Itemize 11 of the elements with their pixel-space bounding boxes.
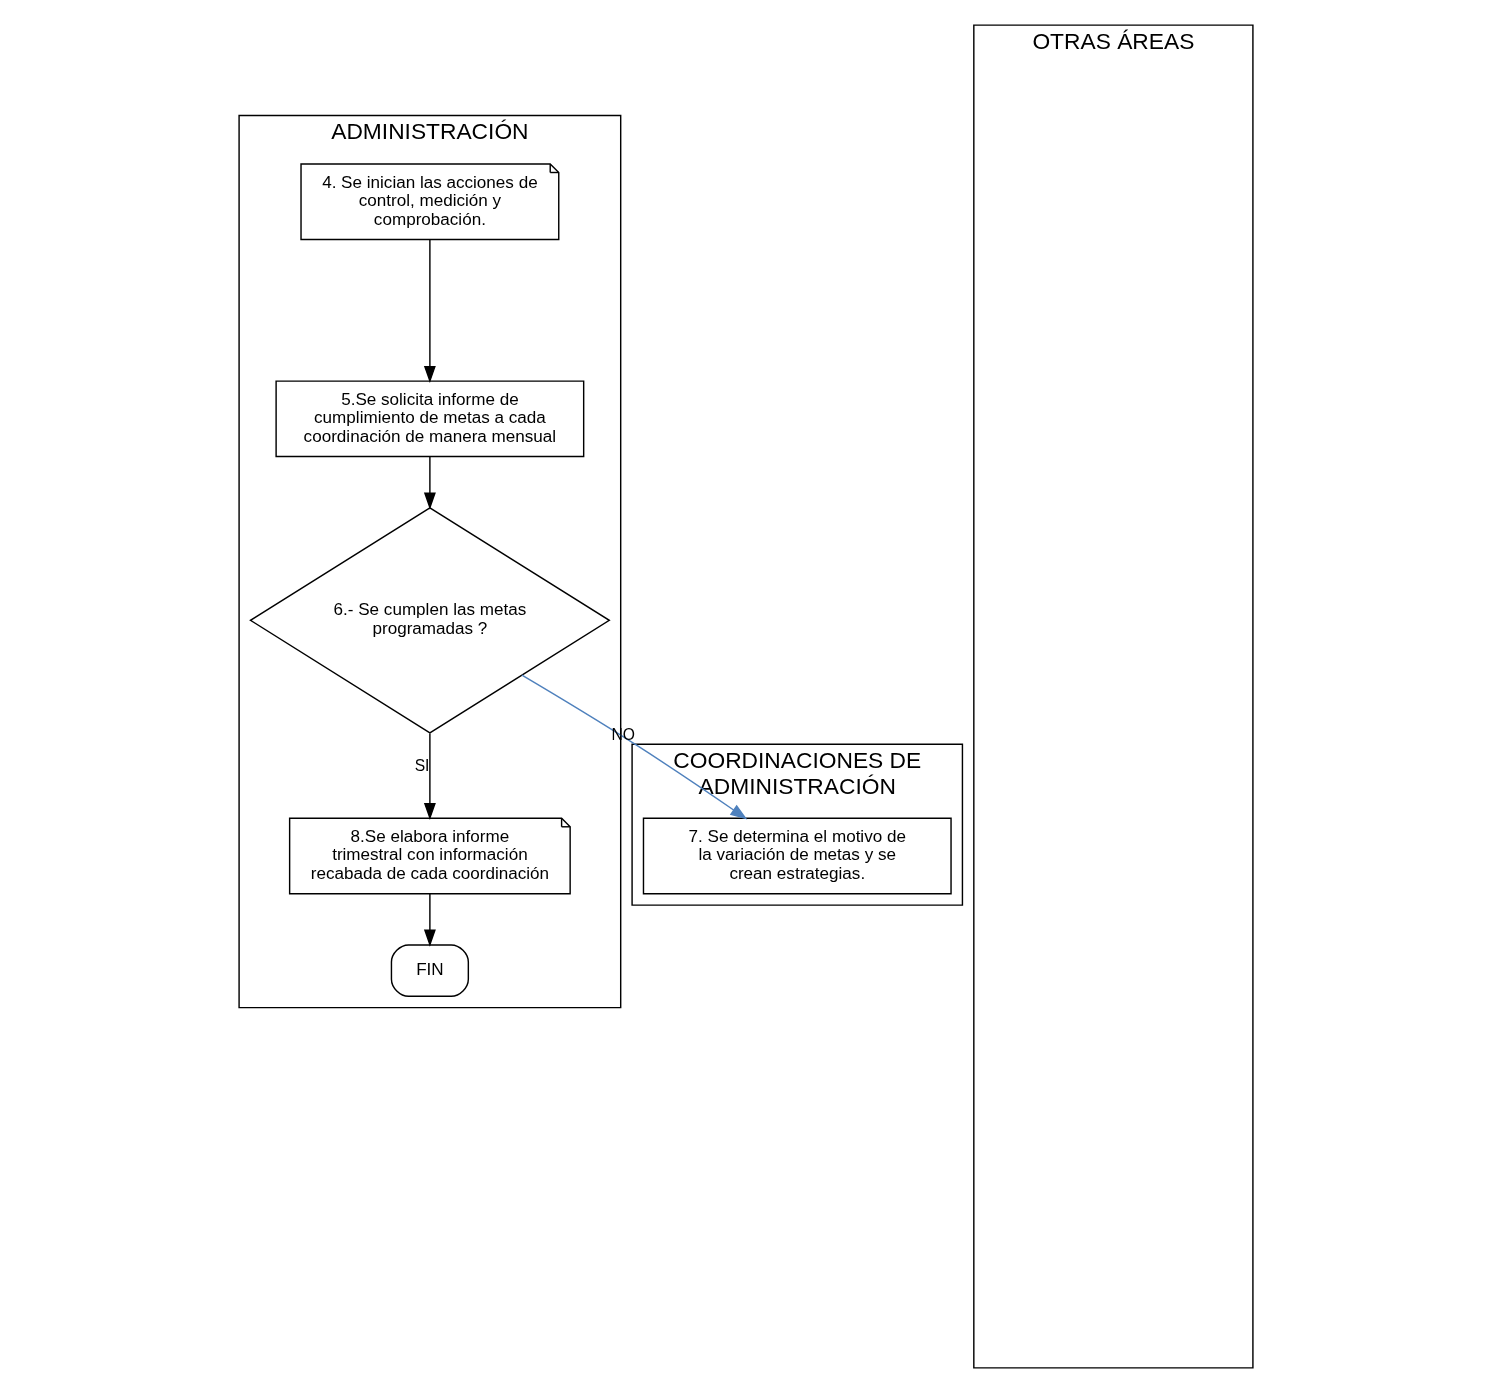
node-box: 5.Se solicita informe de cumplimiento de metas a cada coordinación de manera mensual bbox=[274, 380, 584, 458]
arrow bbox=[423, 732, 436, 821]
node-diamond: 6.- Se cumplen las metas programadas ? bbox=[248, 507, 611, 734]
edge-label: SI bbox=[414, 756, 429, 774]
node-box: 7. Se determina el motivo de la variación de metas y se crean estrategias. bbox=[642, 817, 952, 895]
node-box: FIN bbox=[390, 944, 469, 997]
arrow bbox=[423, 238, 436, 384]
arrow bbox=[520, 674, 747, 820]
node-box: OTRAS ÁREAS bbox=[972, 24, 1254, 1369]
arrow bbox=[423, 893, 436, 947]
arrow bbox=[423, 456, 436, 510]
